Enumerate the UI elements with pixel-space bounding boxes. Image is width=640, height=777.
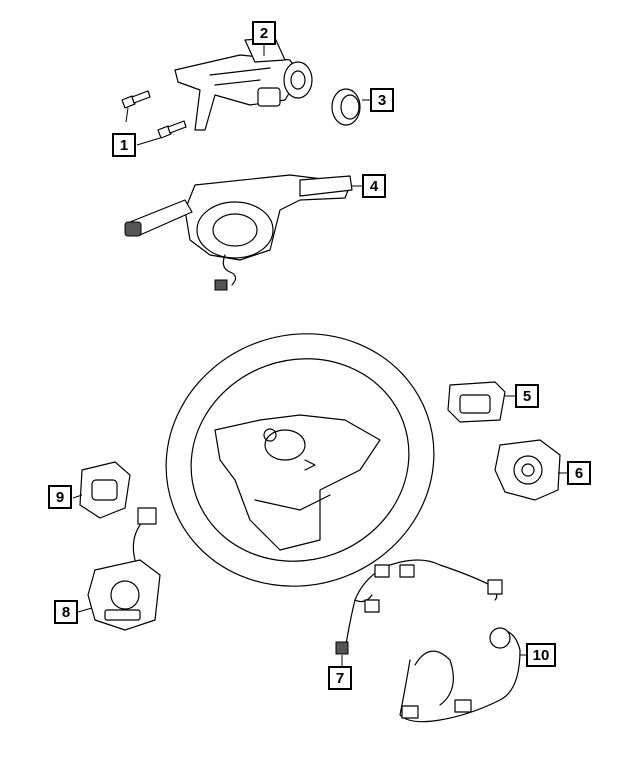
part-10-lower-harness (399, 627, 528, 723)
part-8-left-switch-harness (77, 507, 161, 631)
steering-wheel (165, 333, 435, 587)
callout-4: 4 (362, 174, 386, 198)
part-1-bolts (121, 90, 187, 146)
part-5-switch (447, 381, 515, 423)
part-4-multifunction-switch (124, 174, 362, 291)
callout-1: 1 (112, 133, 136, 157)
part-2-column-bracket (174, 37, 313, 131)
callout-5: 5 (515, 384, 539, 408)
part-7-wiring-harness (335, 559, 503, 666)
callout-7: 7 (328, 666, 352, 690)
callout-6: 6 (567, 461, 591, 485)
callout-2: 2 (252, 21, 276, 45)
callout-9: 9 (48, 485, 72, 509)
callout-10: 10 (526, 643, 556, 667)
callout-3: 3 (370, 88, 394, 112)
callout-8: 8 (54, 600, 78, 624)
part-6-right-switch (494, 439, 567, 501)
part-9-left-switch (72, 461, 131, 519)
part-3-ring (331, 88, 370, 126)
